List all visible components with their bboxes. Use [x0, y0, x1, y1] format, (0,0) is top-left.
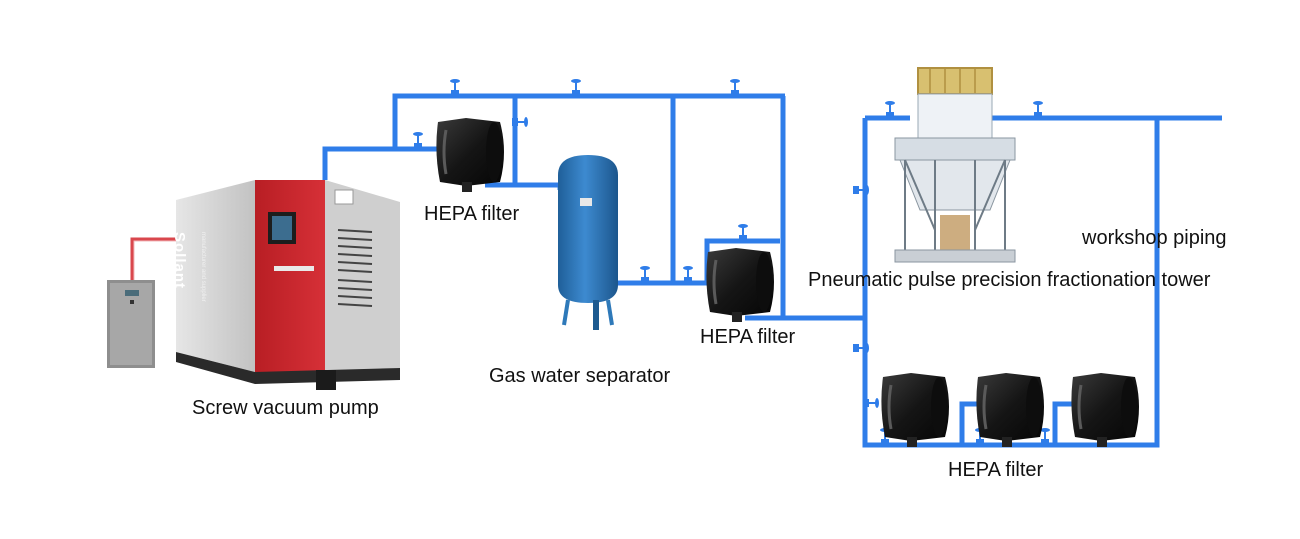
- valve-icon: [511, 116, 529, 128]
- valve-icon: [852, 342, 870, 354]
- electric-line: [130, 237, 176, 282]
- hepa-filter-top: [434, 116, 506, 194]
- valve-icon: [729, 78, 741, 97]
- label-hepa-filter-bottom: HEPA filter: [948, 459, 1044, 481]
- hepa-filter-middle: [704, 246, 776, 324]
- label-hepa-filter-top: HEPA filter: [424, 203, 520, 225]
- valve-icon: [1032, 100, 1044, 119]
- brand-name: Sollant: [171, 232, 188, 290]
- vent-grille: [337, 229, 373, 307]
- valve-icon: [862, 397, 880, 409]
- hepa-filter-bottom-1: [879, 371, 951, 449]
- hepa-filter-bottom-2: [974, 371, 1046, 449]
- valve-icon: [852, 184, 870, 196]
- valve-icon: [449, 78, 461, 97]
- hepa-filter-bottom-3: [1069, 371, 1141, 449]
- brand-subtitle: manufacturer and supplier: [200, 232, 206, 302]
- valve-icon: [737, 223, 749, 242]
- valve-icon: [570, 78, 582, 97]
- control-cabinet: [107, 280, 155, 368]
- label-workshop-piping: workshop piping: [1082, 227, 1227, 249]
- valve-icon: [639, 265, 651, 284]
- valve-icon: [412, 131, 424, 150]
- gas-water-separator: [558, 155, 618, 330]
- pump-brand-subtitle: manufacturer and supplier: [200, 232, 206, 342]
- pump-brand-logo: Sollant: [171, 232, 188, 342]
- label-screw-vacuum-pump: Screw vacuum pump: [192, 397, 379, 419]
- screw-vacuum-pump: [176, 180, 400, 390]
- valve-icon: [884, 100, 896, 119]
- fractionation-tower: [894, 67, 1016, 263]
- label-gas-water-separator: Gas water separator: [489, 365, 671, 387]
- label-hepa-filter-middle: HEPA filter: [700, 326, 796, 348]
- valve-icon: [682, 265, 694, 284]
- label-fractionation-tower: Pneumatic pulse precision fractionation …: [808, 269, 1211, 291]
